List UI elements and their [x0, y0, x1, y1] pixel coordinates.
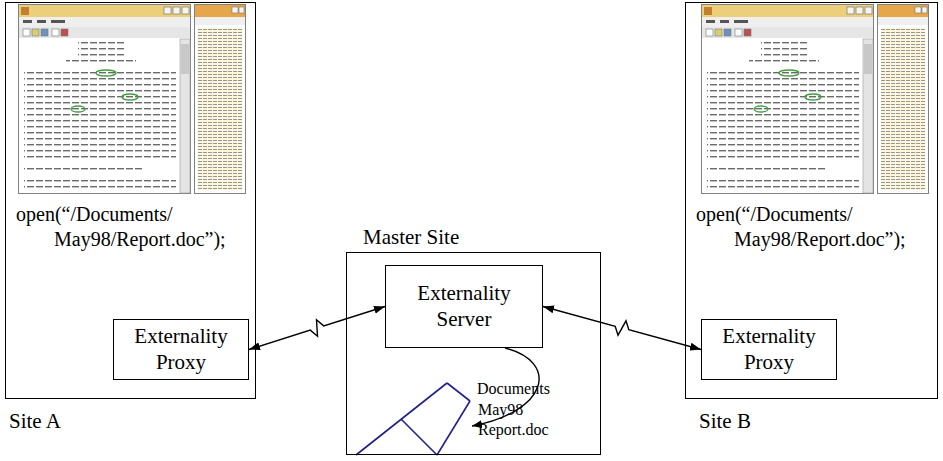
server-box: Externality Server [385, 265, 543, 348]
site-label: Master Site [363, 225, 459, 250]
box-label: Externality Proxy [120, 324, 242, 374]
network-link [249, 307, 385, 350]
proxy-box: Externality Proxy [113, 319, 249, 380]
site-box: open(“/Documents/ May98/Report.doc”);Sit… [685, 2, 938, 399]
site-label: Site A [9, 409, 61, 434]
code-line: open(“/Documents/ May98/Report.doc”); [696, 202, 943, 252]
site-box: Master SiteExternality Server [346, 252, 601, 455]
editor-screenshot [702, 5, 929, 194]
site-box: open(“/Documents/ May98/Report.doc”);Sit… [5, 2, 256, 399]
code-line: open(“/Documents/ May98/Report.doc”); [16, 202, 286, 252]
box-label: Externality Server [403, 281, 525, 331]
network-link [543, 307, 701, 350]
directory-tree [356, 383, 470, 455]
tree-label: Documents [477, 380, 550, 398]
site-label: Site B [699, 409, 751, 434]
box-label: Externality Proxy [708, 324, 830, 374]
tree-label: May98 [478, 401, 523, 419]
editor-screenshot [19, 5, 246, 194]
proxy-box: Externality Proxy [701, 319, 837, 380]
tree-label: Report.doc [478, 421, 549, 439]
